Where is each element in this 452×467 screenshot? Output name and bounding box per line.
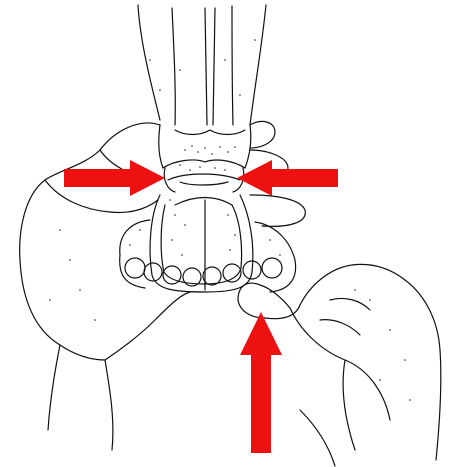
lower-leg [138, 5, 266, 125]
toes [125, 258, 282, 286]
ankle-joint [159, 125, 251, 192]
left-arrow-icon [64, 160, 165, 196]
bottom-arrow-icon [240, 312, 282, 453]
stipple-shading [49, 39, 411, 401]
